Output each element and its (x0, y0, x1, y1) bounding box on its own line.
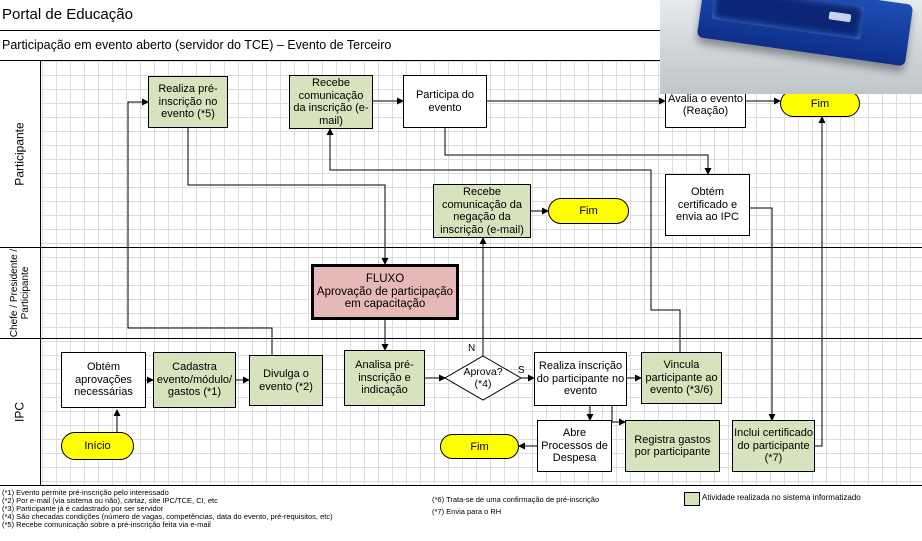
footnote: (*4) São checadas condições (número de v… (2, 512, 333, 521)
task-inclui-certificado[interactable]: Inclui certificado do participante (*7) (732, 420, 815, 472)
edge-label-no: N (468, 343, 476, 354)
decision-diamond (444, 355, 522, 401)
edge-realiza-fluxo (187, 128, 389, 265)
subprocess-fluxo-aprovacao[interactable]: FLUXO Aprovação de participação em capac… (311, 264, 459, 320)
edge-obtem-inclui (750, 207, 776, 421)
edge-divulga-realiza (127, 98, 273, 355)
footnote: (*5) Recebe comunicação sobre a pré-insc… (2, 520, 211, 529)
task-vincula-participante[interactable]: Vincula participante ao evento (*3/6) (641, 352, 722, 404)
page-title: Portal de Educação (2, 6, 133, 23)
task-registra-gastos[interactable]: Registra gastos por participante (625, 420, 720, 472)
terminator-inicio[interactable]: Início (61, 432, 134, 460)
task-realiza-inscricao[interactable]: Realiza inscrição do participante no eve… (534, 352, 627, 406)
task-recebe-negacao[interactable]: Recebe comunicação da negação da inscriç… (433, 184, 531, 238)
footnote: (*1) Evento permite pré-inscrição pelo i… (2, 488, 169, 497)
terminator-fim-top[interactable]: Fim (780, 90, 860, 117)
footnotes-mid: (*6) Trata-se de uma confirmação de pré-… (432, 494, 599, 518)
edge-inclui-fim (815, 116, 826, 447)
task-analisa-pre-inscricao[interactable]: Analisa pré-inscrição e indicação (344, 350, 425, 406)
footnotes-left: (*1) Evento permite pré-inscrição pelo i… (2, 489, 333, 529)
device-image (696, 0, 914, 67)
footnote: (*2) Por e-mail (via sistema ou não), ca… (2, 496, 218, 505)
task-participa-evento[interactable]: Participa do evento (403, 75, 487, 128)
lane-header-chefe: Chefe / Presidente /Participante (0, 247, 41, 338)
lane-separator (0, 338, 922, 339)
task-realiza-pre-inscricao[interactable]: Realiza pré-inscrição no evento (*5) (148, 76, 228, 128)
legend-label: Atividade realizada no sistema informati… (702, 493, 861, 502)
decision-aprova[interactable]: Aprova? (*4) (463, 366, 503, 390)
footnote: (*6) Trata-se de uma confirmação de pré-… (432, 495, 600, 504)
subprocess-body: Aprovação de participação em capacitação (316, 285, 454, 311)
footnote: (*7) Envia para o RH (432, 507, 502, 516)
page-subtitle: Participação em evento aberto (servidor … (2, 38, 392, 52)
footnote: (*3) Participante já é cadastrado por se… (2, 504, 164, 513)
task-obtem-aprovacoes[interactable]: Obtém aprovações necessárias (61, 352, 146, 408)
task-cadastra-evento[interactable]: Cadastra evento/módulo/ gastos (*1) (153, 352, 236, 408)
lane-header-participante: Participante (0, 61, 41, 247)
lane-separator (0, 247, 922, 248)
task-divulga-evento[interactable]: Divulga o evento (*2) (249, 355, 323, 406)
edge-realiza-registra (611, 406, 626, 426)
task-obtem-certificado[interactable]: Obtém certificado e envia ao IPC (665, 174, 750, 236)
edge-vincula-recebe (326, 128, 681, 352)
task-recebe-comunicacao[interactable]: Recebe comunicação da inscrição (e-mail) (289, 75, 373, 129)
edge-participa-obtem (444, 128, 712, 175)
device-photo-overlay (660, 0, 922, 94)
lane-header-ipc: IPC (0, 338, 41, 485)
terminator-fim-negacao[interactable]: Fim (548, 198, 629, 224)
subprocess-title: FLUXO (365, 273, 405, 286)
terminator-fim-bottom[interactable]: Fim (440, 434, 519, 459)
edge-label-yes: S (518, 365, 525, 376)
task-abre-processos[interactable]: Abre Processos de Despesa (537, 420, 612, 472)
legend-swatch (684, 492, 700, 506)
title-divider (0, 30, 922, 31)
swimlane-board: Participante Chefe / Presidente /Partici… (0, 60, 922, 486)
